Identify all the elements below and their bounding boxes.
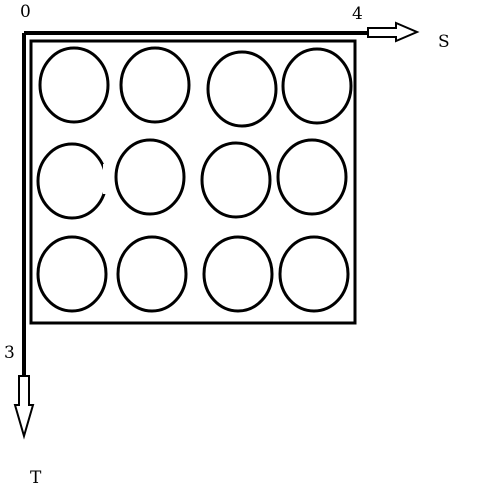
grid-circle-r1-c2 (119, 46, 191, 124)
grid-circle-r3-c4 (278, 235, 350, 313)
grid-circle-r2-c2 (114, 138, 186, 216)
grid-circle-r1-c3 (206, 50, 278, 128)
grid-circle-r3-c1 (36, 235, 108, 313)
grid-circle-r2-c1 (36, 142, 108, 220)
grid-circle-r1-c1 (38, 46, 110, 124)
circle-gap (103, 164, 108, 194)
grid-circle-r3-c3 (202, 235, 274, 313)
circle-grid (36, 46, 353, 313)
t-count-label: 3 (4, 343, 15, 363)
container-box (29, 39, 357, 325)
s-axis-label: S (438, 32, 450, 52)
grid-circle-r2-c4 (276, 138, 348, 216)
s-axis-arrow (367, 21, 420, 43)
grid-circle-r1-c4 (281, 47, 353, 125)
s-count-label: 4 (352, 4, 363, 24)
grid-circle-r2-c3 (200, 141, 272, 219)
grid-circle-r3-c2 (116, 235, 188, 313)
origin-label: 0 (20, 2, 31, 22)
t-axis-arrow (13, 375, 35, 440)
t-axis-label: T (30, 468, 42, 488)
